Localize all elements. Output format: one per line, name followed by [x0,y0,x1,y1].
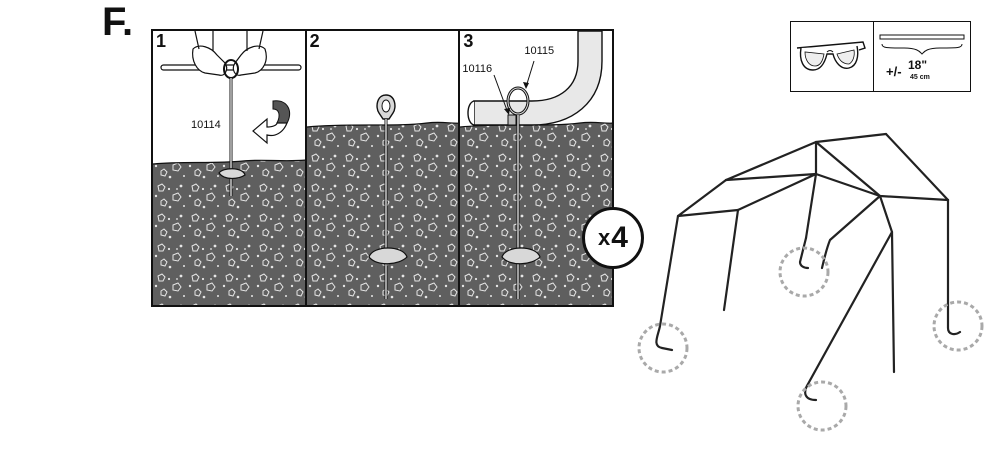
safety-glasses-cell [791,22,874,91]
panel-3-number: 3 [463,31,474,51]
measure-tolerance: +/- [886,64,902,79]
part-label-10115: 10115 [524,45,555,57]
required-tools-box: +/- 18" 45 cm [790,21,971,92]
soil-area [306,122,459,305]
part-label-10116: 10116 [462,63,493,75]
carport-frame-icon [637,132,984,432]
panel-1-number: 1 [156,31,167,51]
soil-area [460,122,613,305]
panel-1: 1 10114 [153,31,307,305]
panel-3: 3 10115 10116 [460,31,613,305]
soil-area [153,160,305,305]
frame-pipe [473,31,604,126]
measuring-rod-icon [879,34,965,55]
part-label-10114: 10114 [191,119,221,131]
auger-twist-illustration [153,31,305,305]
measure-metric: 45 cm [910,74,930,81]
highlight-circles [637,246,984,432]
panel-2-number: 2 [309,31,320,51]
step-letter: F. [102,0,134,44]
panel-2: 2 [306,31,461,305]
instruction-panels: 1 10114 [151,29,614,307]
safety-glasses-icon [796,41,866,71]
quantity-prefix: x [598,225,611,250]
measurement-cell: +/- 18" 45 cm [874,22,970,91]
auger-attached-to-frame-illustration [460,31,613,305]
quantity-value: 4 [611,221,628,254]
auger-installed-illustration [306,94,459,305]
measure-value: 18" [908,58,928,72]
